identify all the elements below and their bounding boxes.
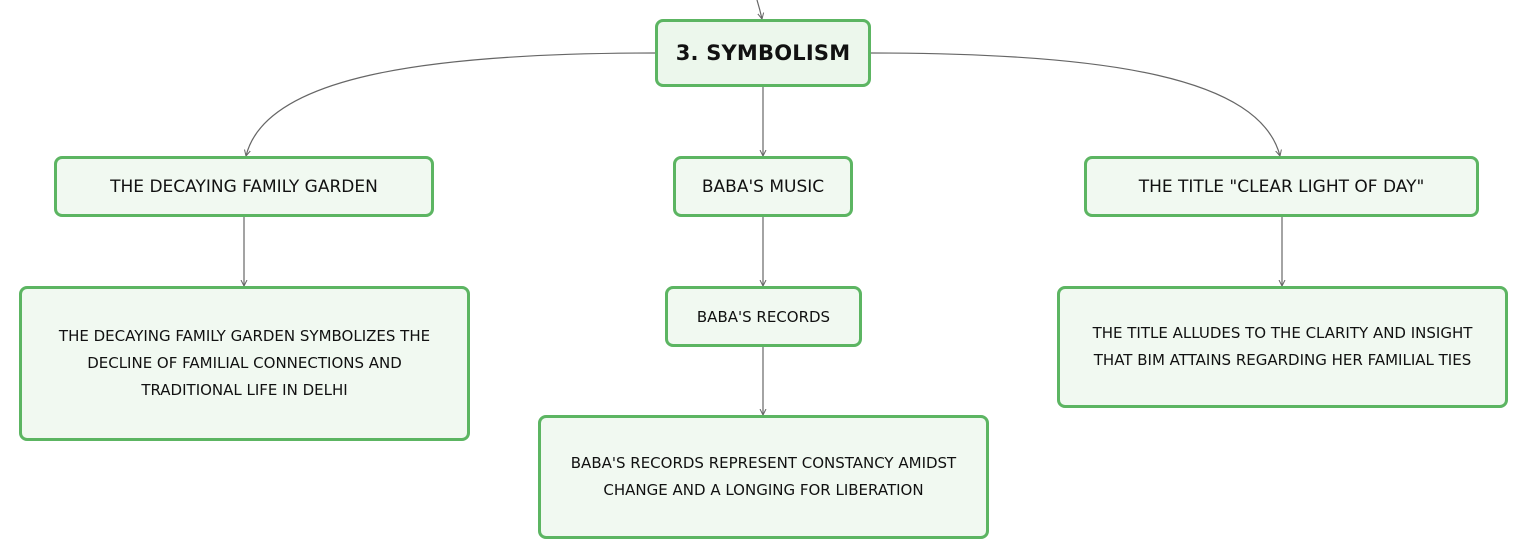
node-babas-records-detail-text: BABA'S RECORDS REPRESENT CONSTANCY AMIDS… [570, 454, 957, 499]
node-garden-symbolism-detail[interactable]: THE DECAYING FAMILY GARDEN SYMBOLIZES TH… [19, 286, 470, 441]
connector-root-to-garden [246, 52, 657, 156]
connector-parent-to-root [756, 0, 762, 19]
node-babas-records-detail[interactable]: BABA'S RECORDS REPRESENT CONSTANCY AMIDS… [538, 415, 989, 539]
node-decaying-family-garden-label: THE DECAYING FAMILY GARDEN [110, 176, 378, 197]
node-garden-symbolism-detail-text: THE DECAYING FAMILY GARDEN SYMBOLIZES TH… [58, 327, 431, 399]
node-decaying-family-garden[interactable]: THE DECAYING FAMILY GARDEN [54, 156, 434, 217]
node-title-meaning-detail-text: THE TITLE ALLUDES TO THE CLARITY AND INS… [1092, 324, 1473, 369]
node-title-clear-light-of-day-label: THE TITLE "CLEAR LIGHT OF DAY" [1138, 176, 1425, 197]
root-node-symbolism[interactable]: 3. SYMBOLISM [655, 19, 871, 87]
node-babas-music-label: BABA'S MUSIC [701, 176, 825, 197]
connector-root-to-title [870, 52, 1280, 156]
node-babas-records-label: BABA'S RECORDS [696, 307, 831, 326]
root-node-label: 3. SYMBOLISM [675, 41, 851, 65]
node-title-meaning-detail[interactable]: THE TITLE ALLUDES TO THE CLARITY AND INS… [1057, 286, 1508, 408]
node-title-clear-light-of-day[interactable]: THE TITLE "CLEAR LIGHT OF DAY" [1084, 156, 1479, 217]
node-babas-records[interactable]: BABA'S RECORDS [665, 286, 862, 347]
node-babas-music[interactable]: BABA'S MUSIC [673, 156, 853, 217]
